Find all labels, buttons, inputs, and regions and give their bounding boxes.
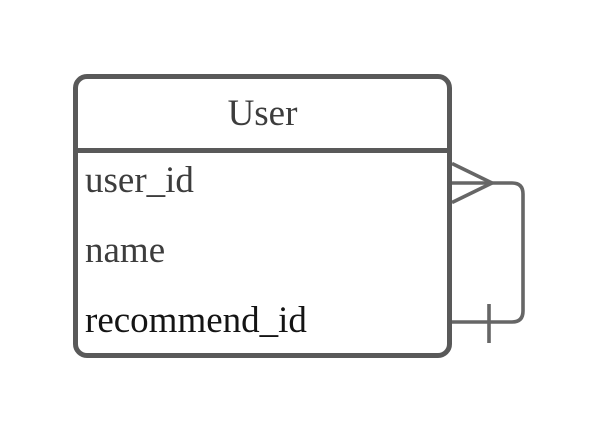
entity-box-user: User user_id name recommend_id: [73, 74, 452, 358]
connector-lines: [451, 161, 525, 343]
self-loop-line: [452, 181, 525, 324]
entity-title: User: [227, 93, 298, 134]
entity-header: User: [78, 79, 447, 153]
entity-attribute-name: name: [85, 230, 166, 271]
entity-attribute-user-id: user_id: [85, 160, 194, 201]
entity-attribute-recommend-id: recommend_id: [85, 300, 307, 341]
crowfoot-many-icon: [451, 161, 493, 205]
